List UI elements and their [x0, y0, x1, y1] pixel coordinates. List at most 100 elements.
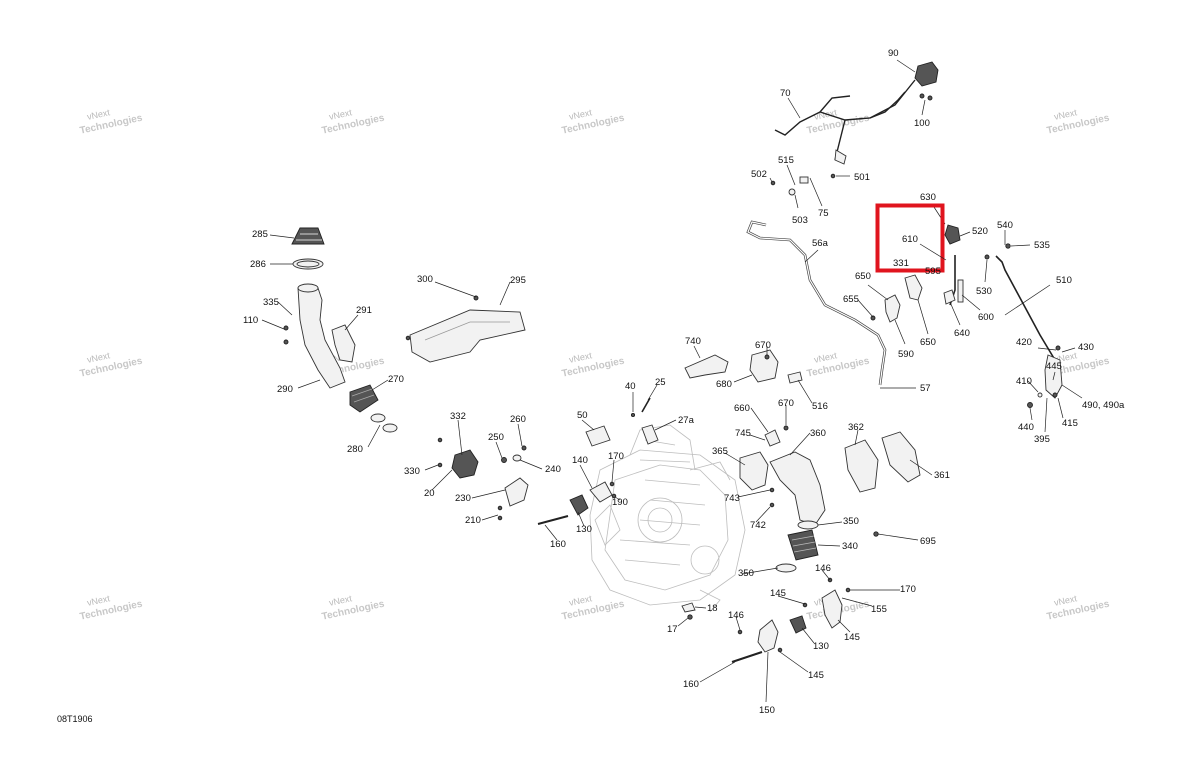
callout-502[interactable]: 502	[751, 169, 767, 180]
callout-140[interactable]: 140	[572, 455, 588, 466]
callout-430[interactable]: 430	[1078, 342, 1094, 353]
callout-170-a[interactable]: 170	[608, 451, 624, 462]
callout-516[interactable]: 516	[812, 401, 828, 412]
callout-332[interactable]: 332	[450, 411, 466, 422]
callout-670-b[interactable]: 670	[778, 398, 794, 409]
callout-680[interactable]: 680	[716, 379, 732, 390]
callout-520[interactable]: 520	[972, 226, 988, 237]
callout-145-a[interactable]: 145	[770, 588, 786, 599]
callout-340[interactable]: 340	[842, 541, 858, 552]
callout-745[interactable]: 745	[735, 428, 751, 439]
callout-285[interactable]: 285	[252, 229, 268, 240]
callout-57[interactable]: 57	[920, 383, 931, 394]
callout-290[interactable]: 290	[277, 384, 293, 395]
callout-742[interactable]: 742	[750, 520, 766, 531]
callout-695[interactable]: 695	[920, 536, 936, 547]
callout-75[interactable]: 75	[818, 208, 829, 219]
callout-535[interactable]: 535	[1034, 240, 1050, 251]
callout-170-b[interactable]: 170	[900, 584, 916, 595]
callout-395[interactable]: 395	[1034, 434, 1050, 445]
callout-270[interactable]: 270	[388, 374, 404, 385]
callout-70[interactable]: 70	[780, 88, 791, 99]
switch-90	[914, 61, 939, 87]
callout-335[interactable]: 335	[263, 297, 279, 308]
callout-362[interactable]: 362	[848, 422, 864, 433]
callout-595[interactable]: 595	[925, 266, 941, 277]
callout-130-b[interactable]: 130	[813, 641, 829, 652]
bracket-150	[757, 619, 779, 653]
callout-286[interactable]: 286	[250, 259, 266, 270]
callout-27a[interactable]: 27a	[678, 415, 695, 426]
callout-515[interactable]: 515	[778, 155, 794, 166]
callout-146-a[interactable]: 146	[815, 563, 831, 574]
cap-285-ribs	[296, 233, 322, 241]
callout-160-a[interactable]: 160	[550, 539, 566, 550]
callout-420[interactable]: 420	[1016, 337, 1032, 348]
duct-290	[297, 287, 346, 389]
callout-300[interactable]: 300	[417, 274, 433, 285]
callout-331[interactable]: 331	[893, 258, 909, 269]
callout-280[interactable]: 280	[347, 444, 363, 455]
callout-600[interactable]: 600	[978, 312, 994, 323]
callout-350-b[interactable]: 350	[738, 568, 754, 579]
callout-17[interactable]: 17	[667, 624, 678, 635]
watermark-line1: vNext	[1053, 107, 1078, 122]
callout-670-a[interactable]: 670	[755, 340, 771, 351]
callout-130-a[interactable]: 130	[576, 524, 592, 535]
callout-410[interactable]: 410	[1016, 376, 1032, 387]
callout-155[interactable]: 155	[871, 604, 887, 615]
callout-590[interactable]: 590	[898, 349, 914, 360]
callout-503[interactable]: 503	[792, 215, 808, 226]
callout-260[interactable]: 260	[510, 414, 526, 425]
callout-160-b[interactable]: 160	[683, 679, 699, 690]
callout-360[interactable]: 360	[810, 428, 826, 439]
callout-540[interactable]: 540	[997, 220, 1013, 231]
callout-650-a[interactable]: 650	[855, 271, 871, 282]
callout-190[interactable]: 190	[612, 497, 628, 508]
highlight-box[interactable]: 610 331	[875, 203, 947, 273]
callout-146-b[interactable]: 146	[728, 610, 744, 621]
callout-145-c[interactable]: 145	[808, 670, 824, 681]
callout-610[interactable]: 610	[902, 234, 918, 245]
screw-502	[770, 180, 776, 186]
callout-350-a[interactable]: 350	[843, 516, 859, 527]
callout-330[interactable]: 330	[404, 466, 420, 477]
callout-630[interactable]: 630	[920, 192, 936, 203]
callout-291[interactable]: 291	[356, 305, 372, 316]
callout-530[interactable]: 530	[976, 286, 992, 297]
callout-361[interactable]: 361	[934, 470, 950, 481]
callout-501[interactable]: 501	[854, 172, 870, 183]
callout-250[interactable]: 250	[488, 432, 504, 443]
highlight-frame[interactable]	[875, 203, 945, 273]
callout-660[interactable]: 660	[734, 403, 750, 414]
callout-25[interactable]: 25	[655, 377, 666, 388]
callout-240[interactable]: 240	[545, 464, 561, 475]
screw-145c	[777, 647, 783, 653]
callout-415[interactable]: 415	[1062, 418, 1078, 429]
callout-440[interactable]: 440	[1018, 422, 1034, 433]
callout-743[interactable]: 743	[724, 493, 740, 504]
callout-740[interactable]: 740	[685, 336, 701, 347]
callout-100[interactable]: 100	[914, 118, 930, 129]
callout-650-b[interactable]: 650	[920, 337, 936, 348]
callout-50[interactable]: 50	[577, 410, 588, 421]
callout-90[interactable]: 90	[888, 48, 899, 59]
watermark: vNext Technologies	[79, 593, 144, 622]
callout-150[interactable]: 150	[759, 705, 775, 716]
callout-20[interactable]: 20	[424, 488, 435, 499]
callout-40[interactable]: 40	[625, 381, 636, 392]
callout-510[interactable]: 510	[1056, 275, 1072, 286]
callout-490[interactable]: 490, 490a	[1082, 400, 1125, 411]
callout-56a[interactable]: 56a	[812, 238, 829, 249]
callout-640[interactable]: 640	[954, 328, 970, 339]
callout-230[interactable]: 230	[455, 493, 471, 504]
callout-145-b[interactable]: 145	[844, 632, 860, 643]
callout-18[interactable]: 18	[707, 603, 718, 614]
callout-655[interactable]: 655	[843, 294, 859, 305]
callout-445[interactable]: 445	[1046, 361, 1062, 372]
callout-365[interactable]: 365	[712, 446, 728, 457]
callout-110[interactable]: 110	[243, 315, 258, 326]
callout-210[interactable]: 210	[465, 515, 481, 526]
callout-295[interactable]: 295	[510, 275, 526, 286]
